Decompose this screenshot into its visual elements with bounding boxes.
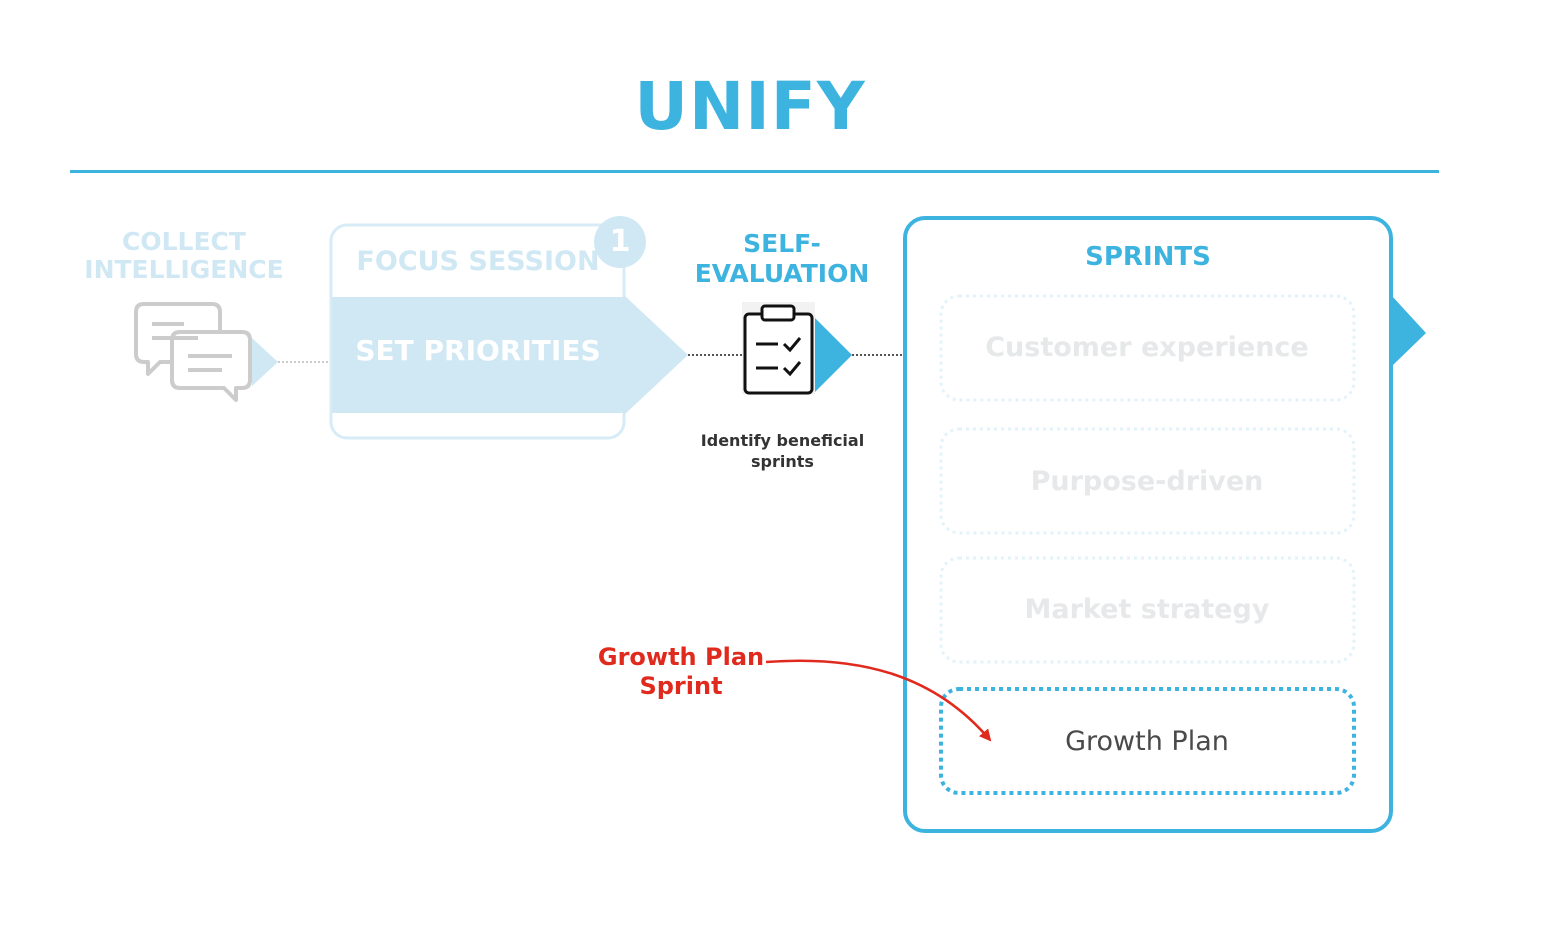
callout-arrow (765, 659, 992, 742)
collect-intelligence-label: COLLECT INTELLIGENCE (70, 228, 298, 284)
collect-label-line2: INTELLIGENCE (84, 255, 284, 284)
self-evaluation-label: SELF- EVALUATION (680, 229, 884, 289)
callout-line2: Sprint (639, 672, 723, 700)
step-badge (594, 216, 646, 268)
title-divider (70, 170, 1439, 173)
callout-line1: Growth Plan (597, 643, 765, 671)
sprint-box-0 (939, 294, 1356, 402)
description-line1: Identify beneficial (700, 431, 865, 450)
self-evaluation-line2: EVALUATION (694, 259, 870, 288)
set-priorities-band (332, 295, 688, 415)
collect-arrow (252, 338, 278, 386)
step-badge-number: 1 (609, 224, 631, 259)
self-evaluation-arrow (815, 318, 852, 392)
set-priorities-label: SET PRIORITIES (355, 334, 601, 367)
sprints-container (903, 216, 1393, 833)
focus-session-label: FOCUS SESSION (356, 246, 600, 277)
sprint-box-3 (939, 687, 1356, 795)
sprints-arrow (1392, 296, 1426, 366)
self-evaluation-line1: SELF- (743, 229, 821, 258)
clipboard-checklist-icon (742, 302, 815, 395)
sprint-box-2 (939, 556, 1356, 664)
sprint-item-customer-experience: Customer experience (985, 332, 1309, 363)
sprint-item-purpose-driven: Purpose-driven (1030, 466, 1264, 497)
page-title: UNIFY (634, 68, 866, 145)
sprint-item-market-strategy: Market strategy (1024, 594, 1270, 625)
description-line2: sprints (751, 452, 814, 471)
sprints-title: SPRINTS (1085, 242, 1211, 272)
growth-plan-callout: Growth Plan Sprint (596, 643, 766, 701)
self-evaluation-description: Identify beneficial sprints (690, 430, 875, 472)
sprint-box-1 (939, 427, 1356, 535)
chat-bubbles-icon (134, 302, 252, 402)
sprint-item-growth-plan: Growth Plan (1065, 726, 1229, 757)
collect-label-line1: COLLECT (122, 227, 246, 256)
